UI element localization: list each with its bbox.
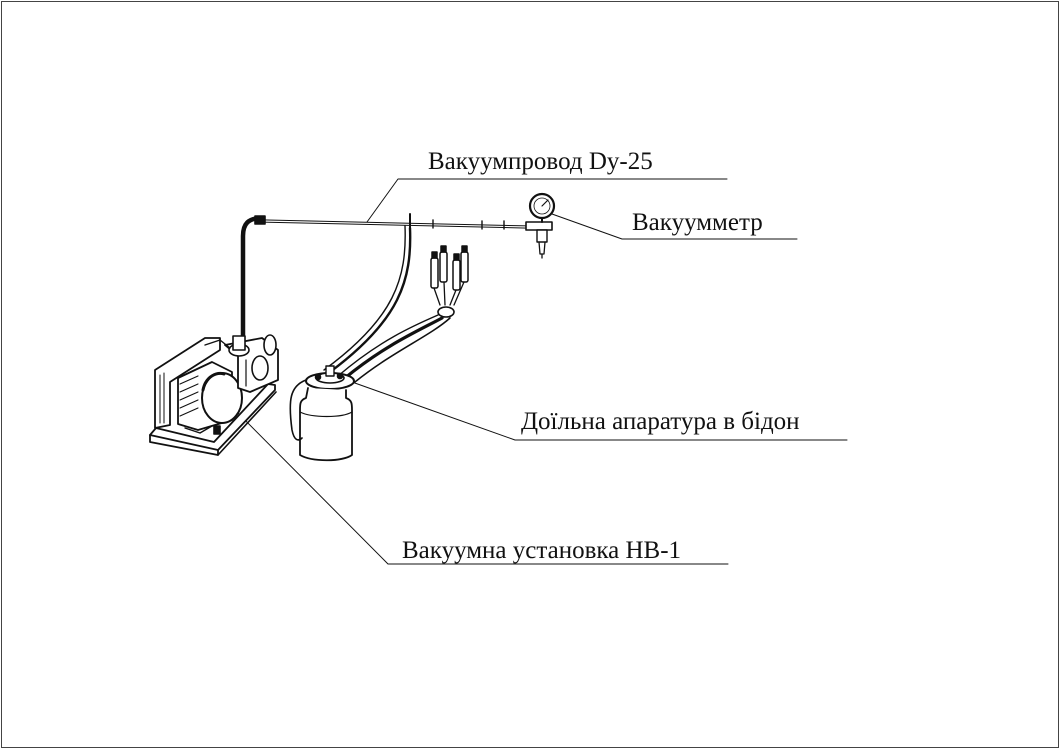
leader-vacuum-gauge bbox=[551, 213, 798, 240]
leader-vacuum-unit bbox=[229, 404, 729, 565]
pipe-coupling bbox=[254, 215, 266, 225]
label-milking-unit: Доїльна апаратура в бідон bbox=[521, 408, 800, 435]
leader-vacuum-pipe bbox=[366, 178, 728, 223]
label-vacuum-pipe: Вакуумпровод Dy-25 bbox=[428, 148, 653, 175]
vacuum-pump-unit-icon bbox=[149, 334, 279, 456]
milking-unit-icon bbox=[289, 225, 469, 462]
teat-cups bbox=[430, 245, 469, 306]
leader-lines bbox=[229, 178, 848, 565]
vacuum-gauge-icon bbox=[525, 192, 556, 259]
pipe-elbow bbox=[240, 215, 265, 343]
vacuum-pipeline bbox=[240, 213, 530, 343]
vacuum-hose bbox=[328, 226, 412, 374]
label-vacuum-gauge: Вакуумметр bbox=[632, 209, 763, 236]
leader-milking-unit bbox=[351, 381, 848, 441]
label-vacuum-unit: Вакуумна установка НВ-1 bbox=[402, 537, 682, 564]
